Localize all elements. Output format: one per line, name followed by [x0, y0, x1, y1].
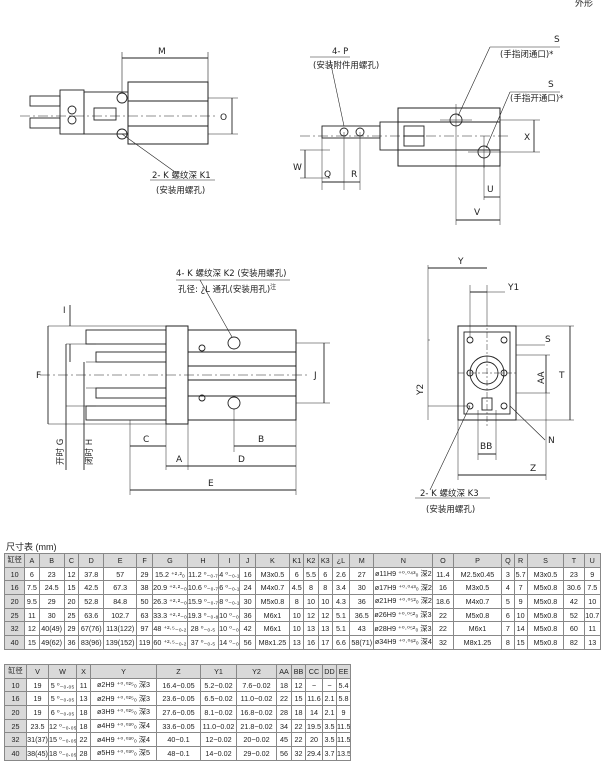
view-bottom-right: Y Y1 S Y2 AA T BB N Z 2- K 螺纹深 K3 [415, 257, 574, 515]
technical-drawing: 外形 M O 2- K 螺纹深 K1 (安装用螺孔) [20, 0, 593, 515]
k1-note: 2- K 螺纹深 K1 [152, 170, 211, 181]
dim-q-label: Q [324, 170, 331, 180]
k3-note: 2- K 螺纹深 K3 [420, 488, 479, 499]
view-top-right: 4- P (安装附件用螺孔) S (手指闭通口)* S (手指开通口)* X W… [293, 35, 563, 225]
dim-j-label: J [313, 371, 317, 381]
k1-note-sub: (安装用螺孔) [156, 185, 205, 196]
dim-v-label: V [474, 208, 481, 218]
k3-note-sub: (安装用螺孔) [426, 504, 475, 515]
p-note: 4- P [332, 47, 348, 57]
dim-u-label: U [487, 185, 494, 195]
dim-y-label: Y [457, 257, 464, 267]
dim-aa-label: AA [537, 371, 547, 384]
dim-z-label: Z [530, 464, 536, 474]
mount-hole [116, 128, 128, 140]
dim-r-label: R [351, 170, 357, 180]
view-bottom-left: 4- K 螺纹深 K2 (安装用螺孔) 孔径: ¿L 通孔(安装用孔)注 I F… [36, 268, 330, 495]
dim-y2-label: Y2 [416, 384, 426, 396]
dim-x-label: X [524, 133, 530, 143]
dim-m-label: M [158, 47, 166, 57]
dim-i-label: I [63, 306, 66, 316]
s-close-note: (手指闭通口)* [500, 49, 553, 60]
dim-c-label: C [143, 435, 149, 445]
dim-h-label: 闭时 H [84, 439, 95, 465]
p-note-sub: (安装附件用螺孔) [313, 60, 379, 71]
dim-a-label: A [176, 455, 183, 465]
view-top-left: M O 2- K 螺纹深 K1 (安装用螺孔) [20, 47, 238, 196]
dim-g-label: 开时 G [55, 439, 66, 465]
dim-bb-label: BB [480, 442, 492, 452]
dim-e-label: E [208, 479, 214, 489]
dim-t-label: T [558, 371, 565, 381]
s-open-note: (手指开通口)* [510, 93, 563, 104]
dim-f-label: F [36, 371, 41, 381]
l-note: 孔径: ¿L 通孔(安装用孔)注 [178, 283, 276, 295]
dim-w-label: W [293, 163, 302, 173]
k2-note: 4- K 螺纹深 K2 (安装用螺孔) [176, 268, 286, 279]
mount-hole [227, 396, 241, 410]
dim-s-label: S [545, 335, 551, 345]
mount-hole [116, 92, 128, 104]
mount-hole [227, 336, 241, 350]
dim-o-label: O [220, 113, 227, 123]
dim-b-label: B [258, 435, 264, 445]
dim-d-label: D [238, 455, 245, 465]
table-title: 尺寸表 (mm) [6, 542, 57, 552]
corner-mark: 外形 [575, 0, 593, 9]
dim-n-label: N [548, 436, 555, 446]
s-open-label: S [548, 80, 554, 90]
s-close-label: S [554, 35, 560, 45]
dim-y1-label: Y1 [507, 283, 519, 293]
